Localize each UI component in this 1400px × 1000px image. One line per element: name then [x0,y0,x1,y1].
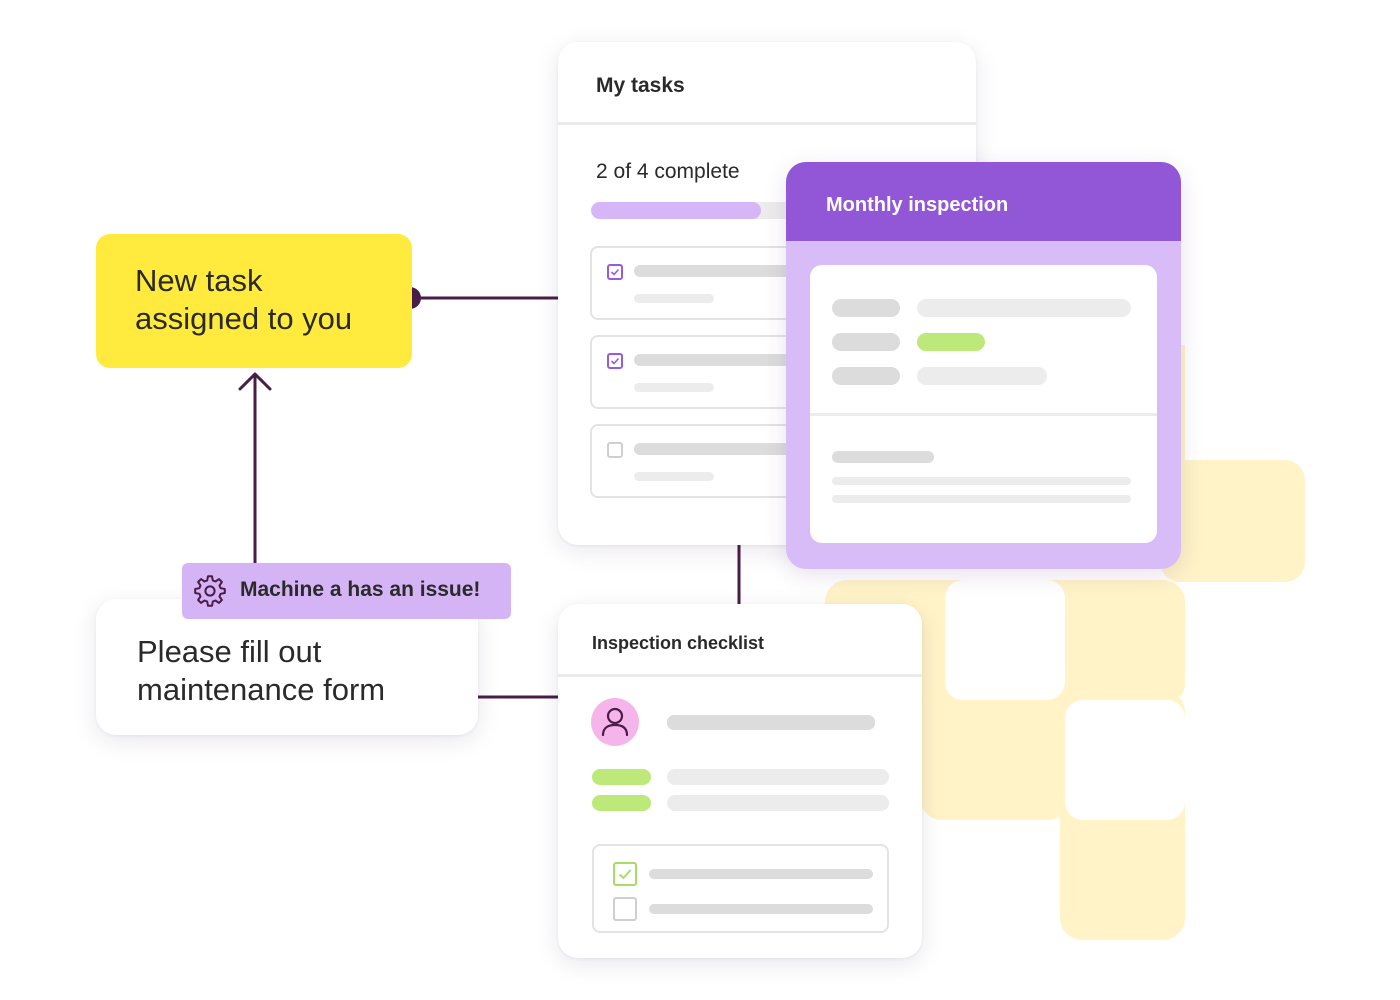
notification-text: New task assigned to you [135,262,352,338]
task-title-placeholder [634,265,834,277]
checkbox-checked[interactable] [607,264,623,280]
task-subtitle-placeholder [634,472,714,481]
form-text-line2: maintenance form [137,672,386,707]
inspection-checklist-card: Inspection checklist [558,604,922,958]
monthly-inspection-title: Monthly inspection [826,194,1009,216]
name-placeholder [667,715,875,730]
monthly-inspection-card: Monthly inspection [786,162,1181,569]
arrow-up-icon [238,372,272,391]
checklist-box [592,844,889,933]
checkbox-checked[interactable] [613,862,637,886]
monthly-inspection-header [786,162,1181,241]
avatar [591,698,639,746]
form-text-line1: Please fill out [137,634,322,669]
text-line-placeholder [832,495,1131,503]
my-tasks-card: My tasks 2 of 4 complete [558,42,976,545]
field-value-placeholder [917,367,1047,385]
gear-icon [194,575,226,607]
text-placeholder [667,795,889,811]
tag-placeholder [592,769,651,785]
task-title-placeholder [634,354,834,366]
my-tasks-title: My tasks [596,74,685,97]
checklist-item-placeholder [649,904,873,914]
task-title-placeholder [634,443,834,455]
checkbox-unchecked[interactable] [607,442,623,458]
inspection-panel [810,265,1157,543]
checkbox-unchecked[interactable] [613,897,637,921]
section-title-placeholder [832,451,934,463]
form-card-text: Please fill out maintenance form [137,633,385,709]
tag-placeholder [592,795,651,811]
checklist-item-placeholder [649,869,873,879]
issue-badge[interactable]: Machine a has an issue! [182,563,511,619]
user-icon [601,707,629,737]
task-subtitle-placeholder [634,294,714,303]
issue-badge-text: Machine a has an issue! [240,578,481,601]
task-subtitle-placeholder [634,383,714,392]
field-label-placeholder [832,299,900,317]
status-badge [917,333,985,351]
inspection-checklist-title: Inspection checklist [592,633,765,653]
progress-text: 2 of 4 complete [596,160,740,183]
header-divider [558,122,976,125]
field-value-placeholder [917,299,1131,317]
panel-divider [810,413,1157,416]
maintenance-form-card[interactable]: Please fill out maintenance form [96,599,478,735]
check-icon [610,268,620,276]
text-line-placeholder [832,477,1131,485]
checkbox-checked[interactable] [607,353,623,369]
notification-text-line2: assigned to you [135,301,353,336]
field-label-placeholder [832,333,900,351]
check-icon [610,357,620,365]
new-task-notification[interactable]: New task assigned to you [96,234,412,368]
notification-text-line1: New task [135,263,263,298]
header-divider [558,674,922,677]
text-placeholder [667,769,889,785]
progress-fill [591,202,761,219]
check-icon [618,869,632,880]
field-label-placeholder [832,367,900,385]
